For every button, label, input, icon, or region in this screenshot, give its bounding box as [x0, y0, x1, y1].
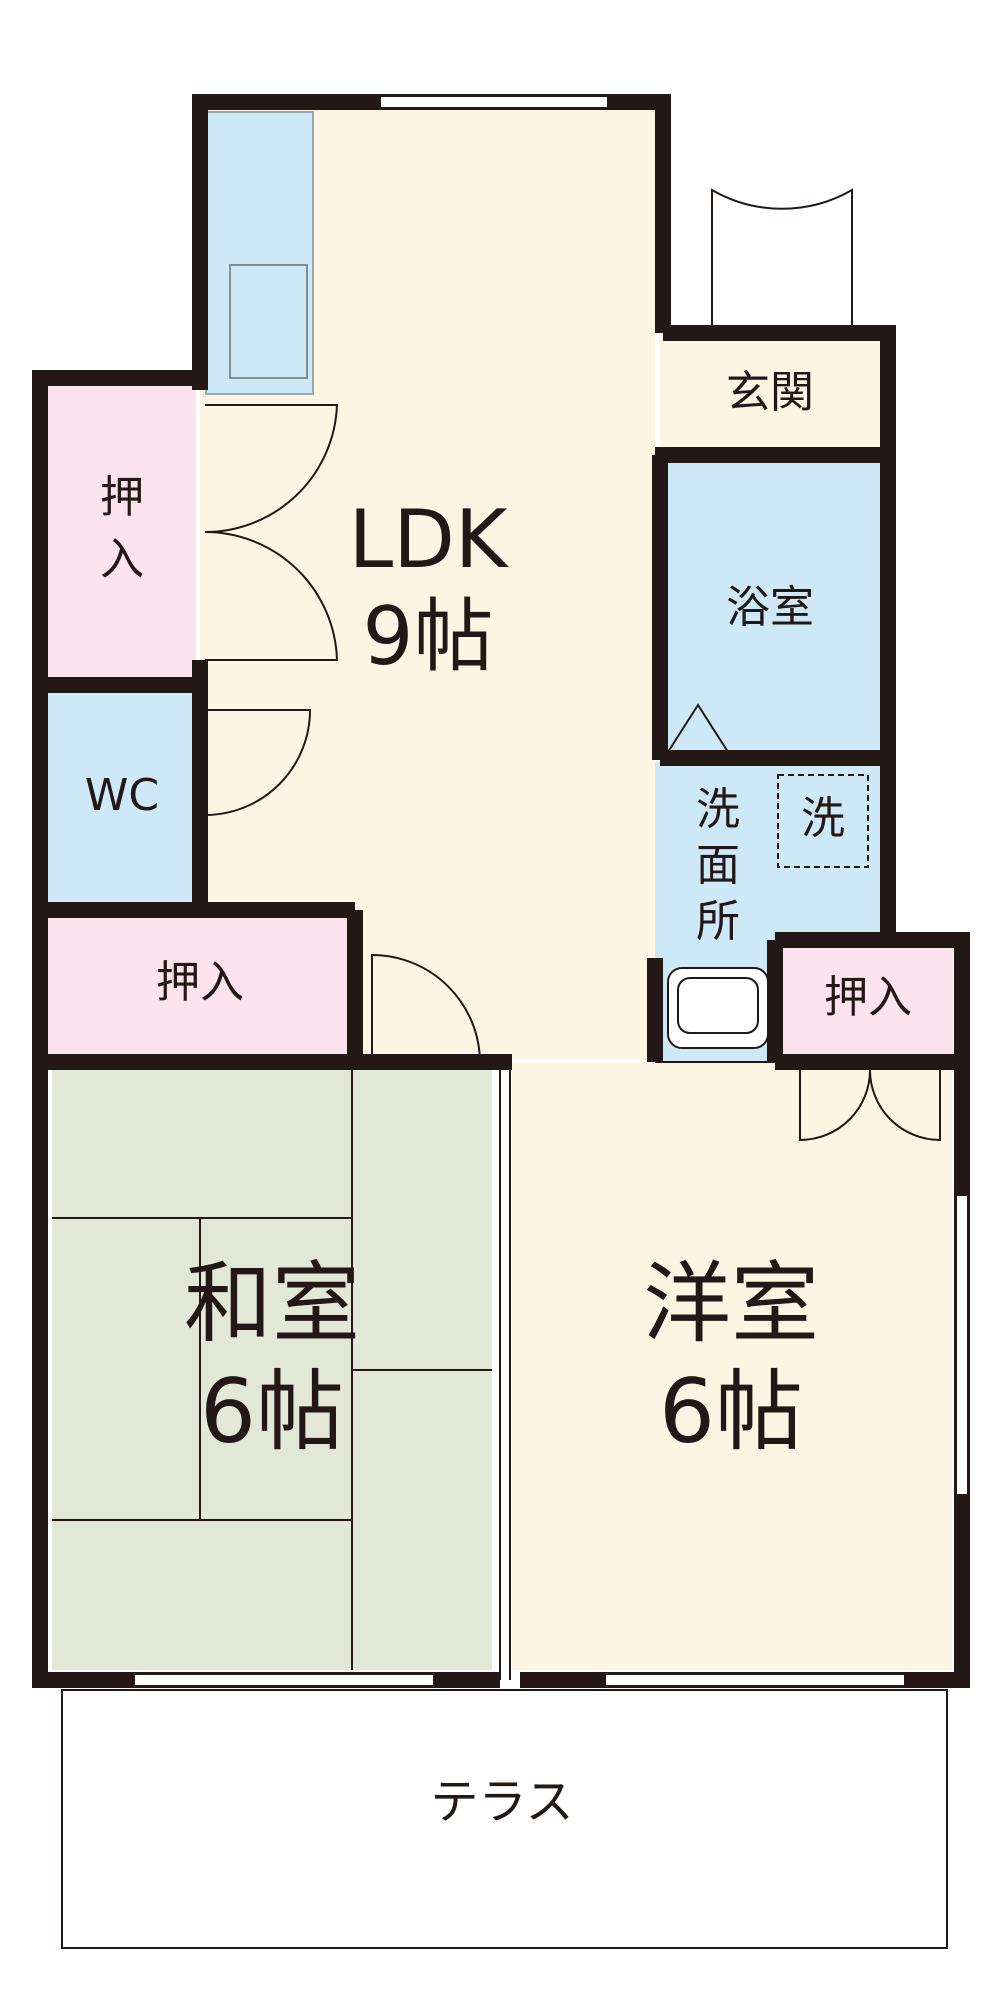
tatami-lines	[52, 1062, 492, 1670]
thin-lines	[52, 1056, 780, 1680]
door-entrance	[711, 188, 853, 333]
door-wc	[204, 709, 312, 816]
windows	[133, 95, 969, 1687]
wc-label: WC	[85, 770, 159, 821]
window-ldk-top	[379, 95, 609, 109]
youshitsu-size: 6帖	[659, 1360, 803, 1463]
oshiire-top-label-2: 入	[100, 534, 144, 585]
doors	[204, 188, 941, 1142]
oshiire-top-floor	[48, 378, 196, 678]
door-closet-right	[799, 1062, 941, 1142]
oshiire-right-label: 押入	[824, 972, 912, 1023]
genkan-floor	[660, 338, 880, 448]
washitsu-floor	[52, 1062, 492, 1670]
washbasin-bowl	[677, 977, 759, 1034]
oshiire-mid-floor	[48, 917, 348, 1057]
terrace-area	[61, 1689, 948, 1949]
door-oshiire-top-2	[204, 531, 339, 661]
oshiire-top-label-1: 押	[100, 472, 144, 523]
terrace-label: テラス	[430, 1774, 573, 1830]
kitchen-sink	[229, 264, 308, 379]
youshitsu-name: 洋室	[643, 1252, 819, 1355]
senmenjo-label-1: 洗	[696, 784, 740, 835]
door-washitsu	[371, 953, 482, 1063]
kitchen-counter	[205, 111, 314, 395]
washbasin	[667, 967, 769, 1049]
window-youshitsu-side	[955, 1194, 969, 1496]
oshiire-right-floor	[783, 945, 953, 1055]
genkan-label: 玄関	[726, 367, 814, 418]
window-washitsu	[133, 1673, 435, 1687]
youshitsu-floor	[512, 1062, 952, 1670]
yokushitsu-floor	[665, 460, 880, 752]
yokushitsu-label: 浴室	[726, 582, 814, 633]
ldk-name: LDK	[349, 493, 510, 586]
ldk-size: 9帖	[363, 590, 494, 683]
washitsu-size: 6帖	[200, 1360, 344, 1463]
washitsu-name: 和室	[184, 1252, 360, 1355]
wc-floor	[48, 692, 196, 902]
labels: LDK 9帖 玄関 浴室 洗 面 所 洗 押 入 WC 押入 押入 和室 6帖 …	[85, 367, 912, 1830]
oshiire-mid-label: 押入	[156, 957, 244, 1008]
sentakuki-label: 洗	[801, 793, 845, 844]
washer-space	[777, 774, 869, 868]
senmenjo-label-3: 所	[696, 896, 740, 947]
window-youshitsu	[604, 1673, 906, 1687]
senmenjo-label-2: 面	[696, 840, 740, 891]
door-oshiire-top-1	[204, 404, 339, 533]
door-bath	[667, 703, 729, 753]
